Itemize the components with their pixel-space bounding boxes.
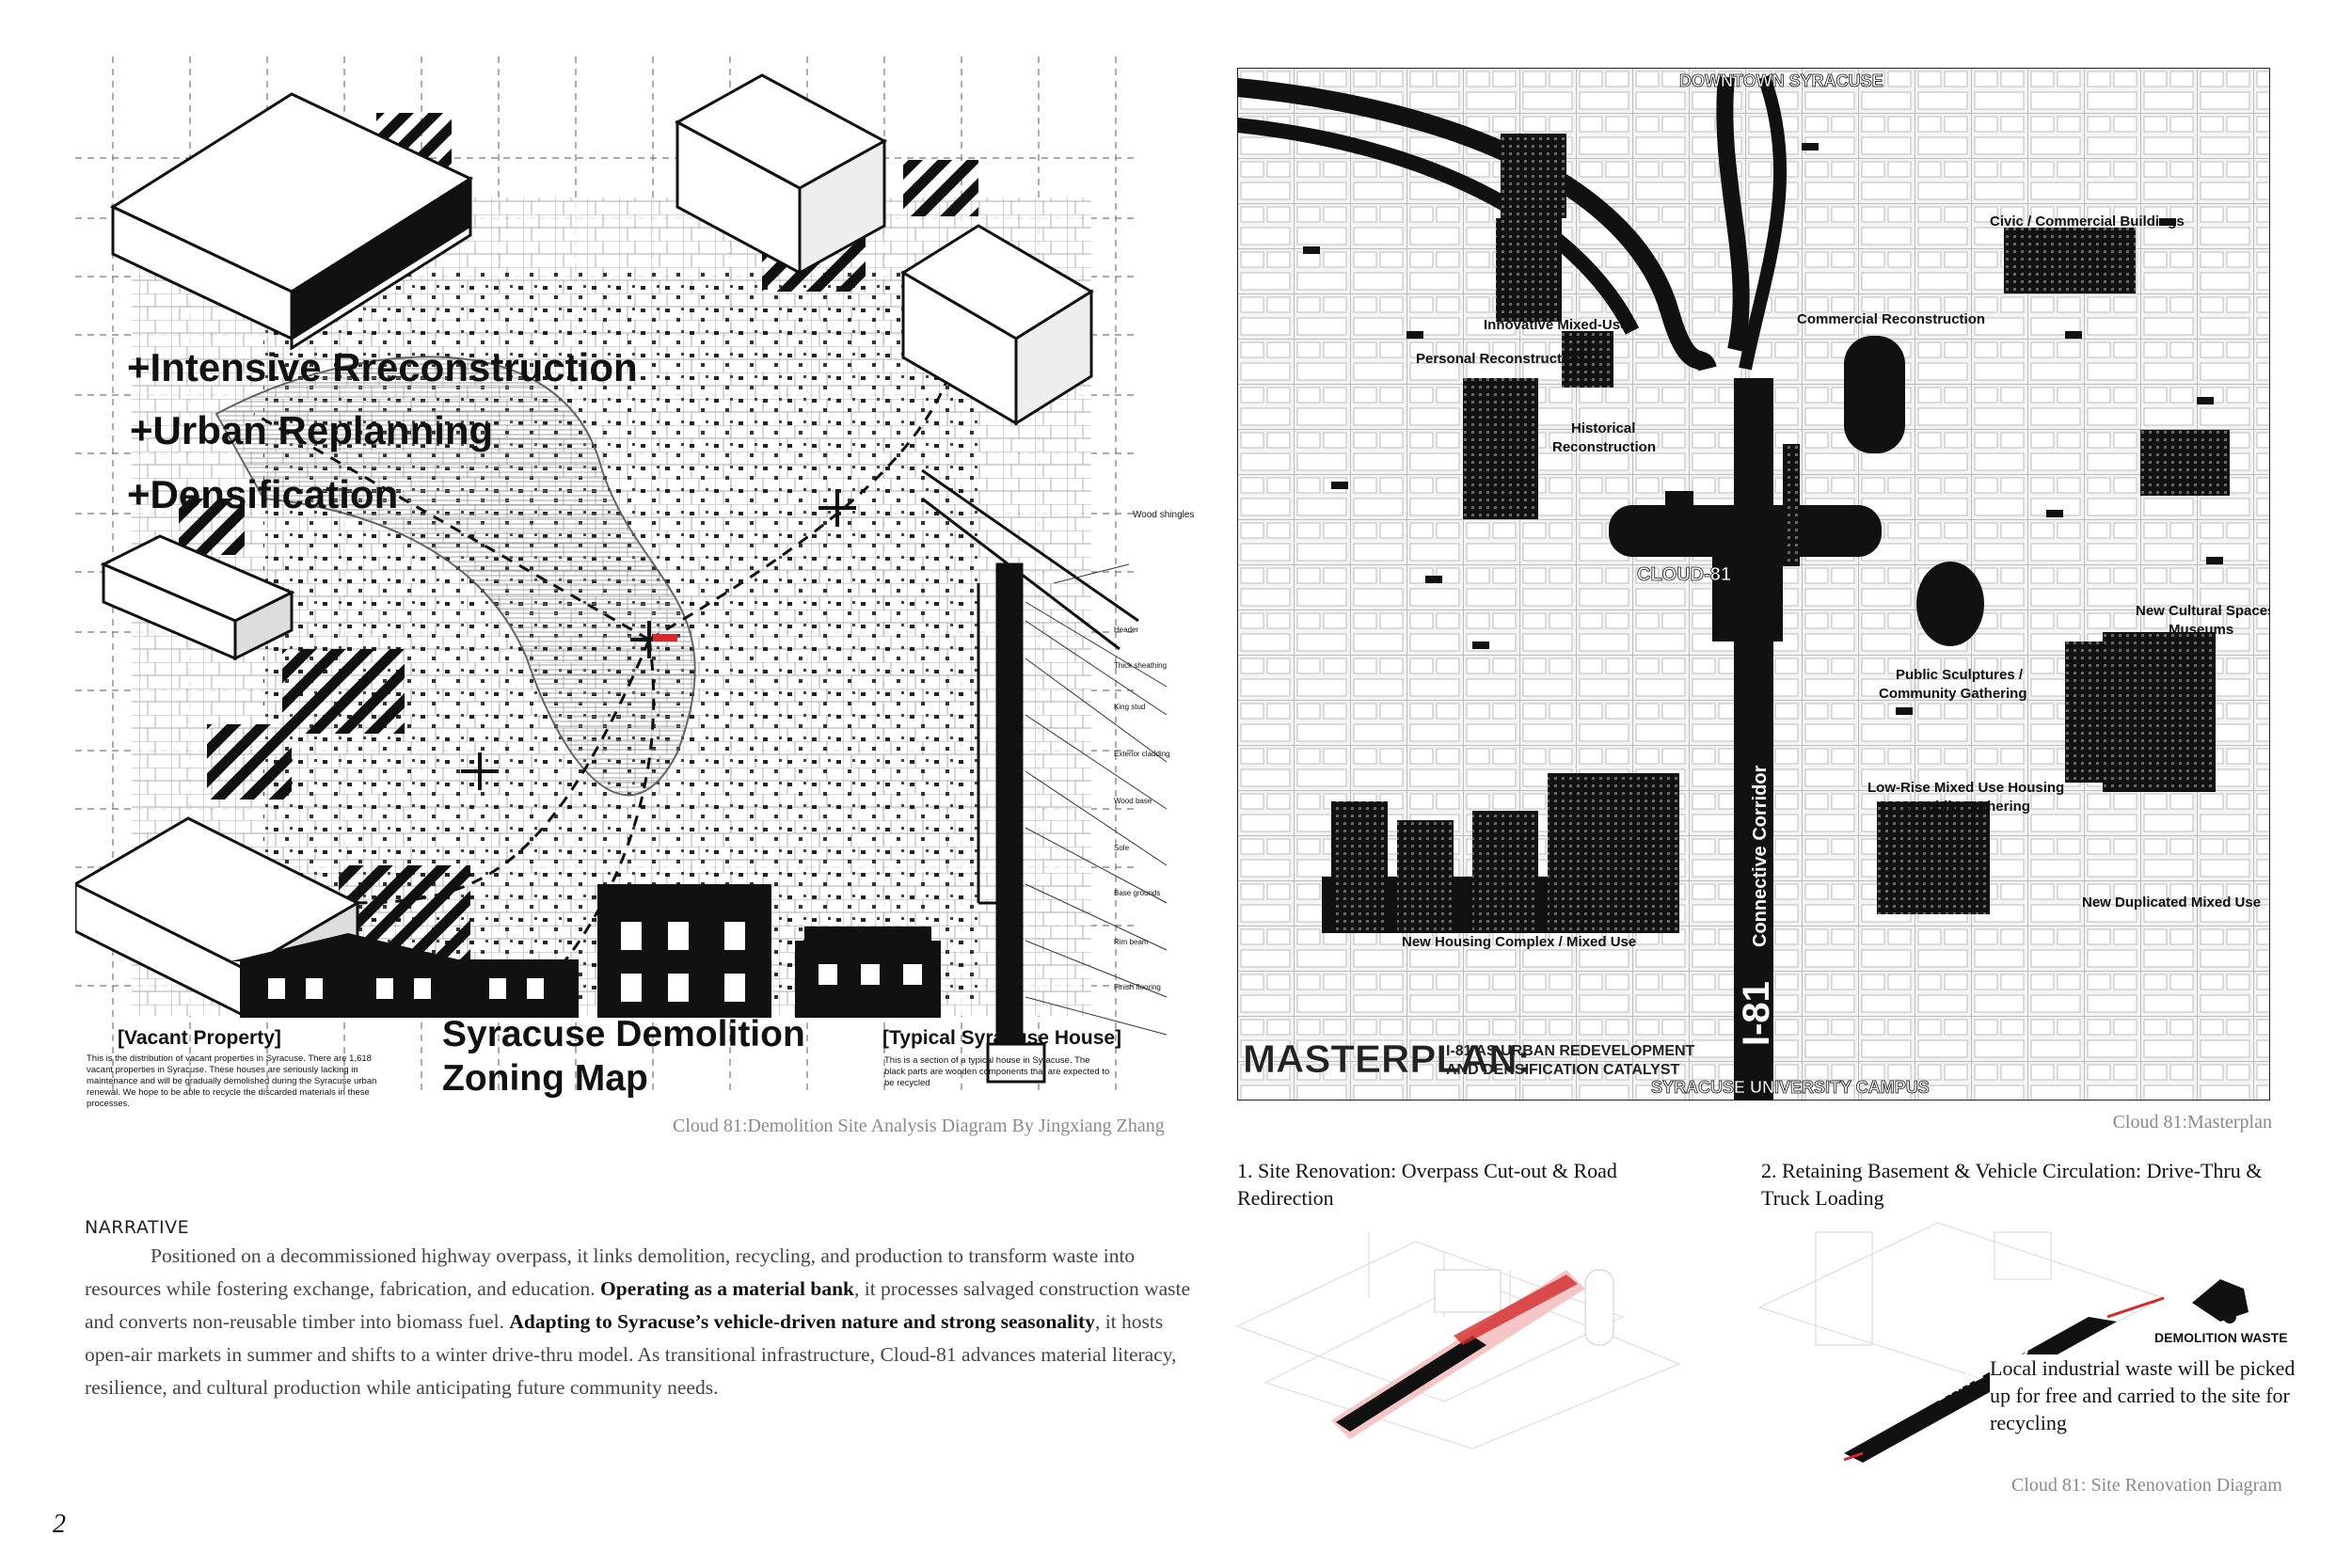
demolition-diagram-caption: Cloud 81:Demolition Site Analysis Diagra… — [673, 1116, 1165, 1136]
section-label-2: Thick sheathing — [1114, 661, 1167, 670]
vacant-building-2 — [674, 73, 888, 276]
narrative-text-1: Positioned on a decommissioned highway o… — [85, 1244, 1136, 1300]
narrative-paragraph: Positioned on a decommissioned highway o… — [85, 1240, 1195, 1404]
step-2-title: 2. Retaining Basement & Vehicle Circulat… — [1761, 1159, 2263, 1210]
section-label-7: Base grounds — [1114, 889, 1160, 897]
map-title-line2: Zoning Map — [442, 1058, 648, 1099]
label-sculptures-1: Public Sculptures / — [1896, 667, 2024, 683]
label-i81: I-81 — [1736, 981, 1777, 1046]
step-1-title: 1. Site Renovation: Overpass Cut-out & R… — [1237, 1159, 1617, 1210]
house-windows — [268, 922, 922, 1002]
truck-icons — [1303, 143, 2223, 715]
section-label-4: Exterior cladding — [1114, 750, 1170, 758]
typical-house-text: This is a section of a typical house in … — [884, 1055, 1110, 1088]
renovation-caption: Cloud 81: Site Renovation Diagram — [2011, 1475, 2282, 1496]
renovation-diagram-2: DRIVE-THRU — [1757, 1222, 2249, 1463]
highway-ramps — [1237, 74, 1788, 372]
demolition-waste-label: DEMOLITION WASTE — [2154, 1330, 2288, 1345]
i81-corridor — [1734, 378, 1773, 1101]
section-label-9: Finish flooring — [1114, 983, 1161, 991]
label-cultural-2: Museums — [2169, 622, 2233, 638]
label-cultural-1: New Cultural Spaces / — [2136, 603, 2270, 619]
label-civic: Civic / Commercial Buildings — [1990, 214, 2185, 230]
label-commercial: Commercial Reconstruction — [1797, 311, 1985, 327]
recycling-callout: Local industrial waste will be picked up… — [1990, 1354, 2300, 1436]
section-leader-lines — [1025, 563, 1168, 1036]
narrative-heading: NARRATIVE — [85, 1217, 190, 1238]
headline-replanning: +Urban Replanning — [130, 408, 493, 452]
red-marker — [653, 634, 677, 641]
label-personal: Personal Reconstruction — [1416, 351, 1583, 367]
radial-links — [253, 291, 962, 999]
map-title-line1: Syracuse Demolition — [442, 1014, 805, 1054]
label-downtown: DOWNTOWN SYRACUSE — [1679, 71, 1883, 90]
label-duplicated: New Duplicated Mixed Use — [2082, 895, 2261, 911]
section-label-3: King stud — [1114, 703, 1145, 711]
label-historical-2: Reconstruction — [1552, 439, 1656, 455]
label-cloud81: CLOUD-81 — [1637, 564, 1731, 585]
masterplan-subtitle-2: AND DENSIFICATION CATALYST — [1446, 1062, 1680, 1078]
label-historical-1: Historical — [1571, 420, 1635, 436]
section-label-6: Sole — [1114, 844, 1130, 852]
label-lowrise-1: Low-Rise Mixed Use Housing — [1867, 780, 2064, 796]
masterplan-title: MASTERPLAN: — [1243, 1037, 1531, 1081]
vacant-building-4 — [100, 534, 295, 661]
label-sculptures-2: Community Gathering — [1879, 686, 2027, 702]
narrative-bold-2: Adapting to Syracuse’s vehicle-driven na… — [509, 1310, 1095, 1333]
cloud81-structure — [1609, 444, 1882, 641]
overpass-black — [1336, 1336, 1486, 1432]
headline-reconstruction: +Intensive Rreconstruction — [127, 345, 638, 389]
waste-pile-icon — [2192, 1279, 2249, 1323]
label-campus: SYRACUSE UNIVERSITY CAMPUS — [1651, 1078, 1930, 1097]
label-housing: New Housing Complex / Mixed Use — [1402, 934, 1636, 950]
drive-thru-ramp — [1844, 1317, 2117, 1463]
vacant-building-3 — [900, 224, 1094, 426]
masterplan-subtitle-1: I-81 AS URBAN REDEVELOPMENT — [1446, 1043, 1695, 1059]
label-corridor: Connective Corridor — [1750, 765, 1771, 947]
label-mixed-use: Innovative Mixed-Use — [1484, 317, 1628, 333]
narrative-bold-1: Operating as a material bank — [600, 1277, 854, 1300]
masterplan-map: DOWNTOWN SYRACUSE Civic / Commercial Bui… — [1237, 68, 2270, 1101]
black-buildings — [1322, 134, 2230, 933]
vacant-building-1 — [109, 92, 474, 351]
wall-section — [921, 468, 1139, 1084]
vacant-property-label: [Vacant Property] — [118, 1027, 281, 1049]
page-number: 2 — [53, 1510, 66, 1539]
narrative-text-2: , it processes salvaged construction was… — [85, 1277, 1191, 1333]
section-label-5: Wood base — [1114, 797, 1152, 805]
masterplan-caption: Cloud 81:Masterplan — [2112, 1112, 2272, 1132]
section-label-0: Wood shingles — [1133, 510, 1194, 520]
demolition-zoning-map: Wood shingles Header Thick sheathing Kin… — [75, 56, 1194, 1091]
vacant-property-text: This is the distribution of vacant prope… — [87, 1053, 377, 1109]
section-label-8: Rim beam — [1114, 938, 1149, 946]
zoning-blob — [215, 356, 696, 797]
headline-densification: +Densification — [127, 472, 398, 516]
section-label-1: Header — [1114, 626, 1139, 634]
typical-house-label: [Typical Syracuse House] — [882, 1027, 1122, 1049]
renovation-diagram-1 — [1235, 1232, 1681, 1449]
narrative-text-3: , it hosts open-air markets in summer an… — [85, 1310, 1177, 1399]
label-lowrise-2: + Public Gathering — [1905, 799, 2030, 815]
